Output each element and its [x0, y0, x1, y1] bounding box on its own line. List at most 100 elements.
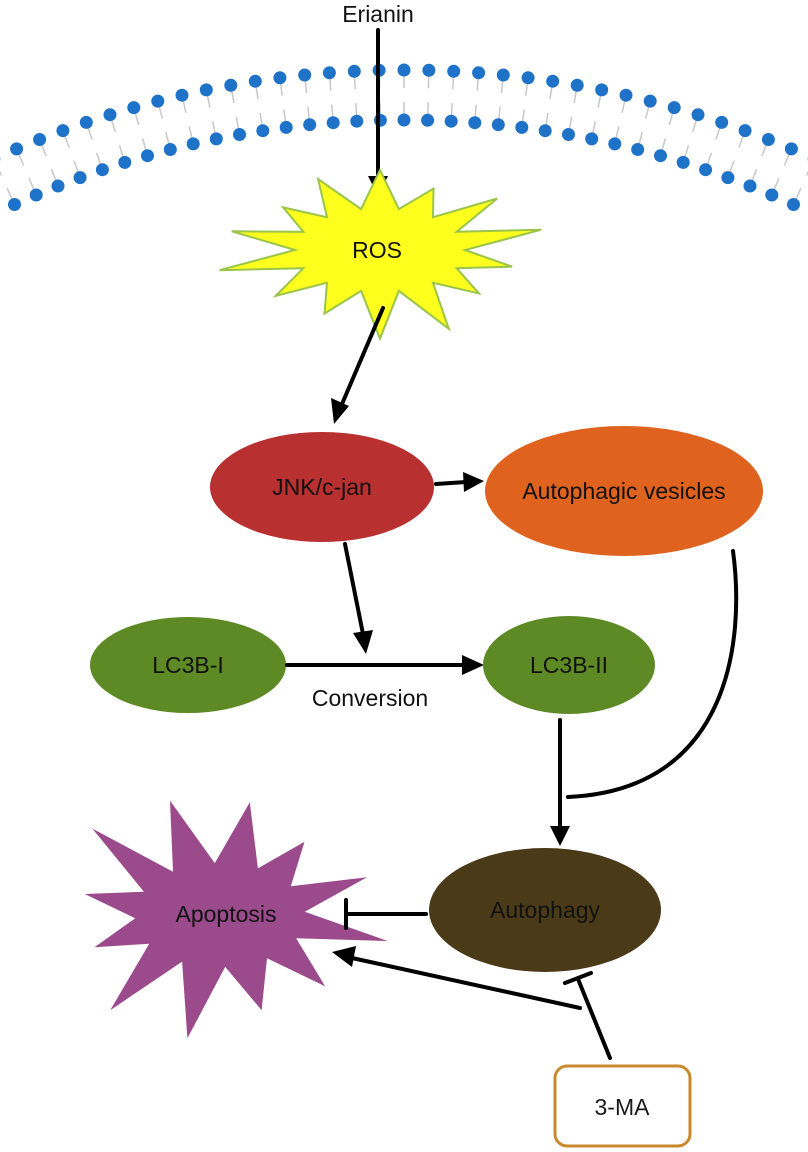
- lipid-head: [546, 74, 560, 88]
- vesicles-label: Autophagic vesicles: [522, 478, 725, 504]
- 3ma-node: 3-MA: [553, 1064, 692, 1148]
- lipid-head: [422, 63, 436, 77]
- lipid-head: [322, 66, 336, 80]
- lipid-head: [619, 88, 633, 102]
- lipid-head: [721, 171, 735, 185]
- lipid-head: [10, 142, 24, 156]
- lipid-head: [654, 149, 667, 163]
- lipid-head: [595, 83, 609, 97]
- lipid-head: [373, 113, 387, 127]
- lipid-head: [73, 171, 87, 185]
- cell-membrane: [0, 63, 808, 211]
- lipid-head: [631, 143, 645, 156]
- lipid-head: [421, 113, 435, 127]
- conversion-label: Conversion: [312, 685, 428, 711]
- lipid-head: [643, 94, 657, 108]
- lc3b2-label: LC3B-II: [530, 652, 608, 678]
- 3ma-to-apoptosis-arrow: [332, 946, 582, 1010]
- jnk-to-vesicles-arrow: [434, 472, 484, 492]
- 3ma-inhibits-autophagy: [563, 971, 612, 1060]
- lipid-head: [676, 155, 690, 169]
- lipid-head: [472, 66, 486, 80]
- lipid-head: [141, 149, 154, 163]
- jnk-to-conversion-arrow: [343, 542, 373, 654]
- lipid-head: [127, 101, 141, 115]
- vesicles-ellipse: [485, 426, 763, 556]
- vesicles-node: Autophagic vesicles: [485, 426, 763, 556]
- lc3b2-to-autophagy-arrow: [550, 718, 570, 846]
- lipid-head: [224, 78, 238, 92]
- lipid-head: [303, 118, 317, 132]
- vesicles-to-autophagy-curve: [566, 549, 739, 799]
- apoptosis-node: Apoptosis: [84, 800, 388, 1039]
- autophagy-node: Autophagy: [429, 848, 661, 972]
- lc3b1-to-lc3b2-arrow: [285, 655, 484, 675]
- lipid-head: [743, 179, 757, 193]
- erianin-to-ros-arrow: [368, 28, 388, 196]
- lc3b2-node: LC3B-II: [483, 616, 655, 714]
- lipid-head: [397, 113, 411, 127]
- lipid-head: [347, 64, 361, 78]
- lipid-head: [787, 198, 800, 211]
- lipid-head: [118, 155, 132, 169]
- lipid-head: [538, 124, 552, 138]
- erianin-label: Erianin: [342, 1, 414, 27]
- lipid-head: [350, 114, 364, 128]
- lipid-head: [326, 116, 340, 130]
- autophagy-ellipse: [429, 848, 661, 972]
- lipid-head: [761, 133, 775, 146]
- membrane-lipid-heads: [0, 63, 808, 211]
- lipid-head: [715, 115, 729, 129]
- lc3b1-node: LC3B-I: [90, 617, 286, 713]
- autophagy-inhibits-apoptosis: [344, 898, 428, 930]
- lipid-head: [56, 124, 70, 138]
- lipid-head: [691, 108, 705, 122]
- lipid-head: [562, 128, 575, 141]
- lipid-head: [444, 114, 458, 128]
- autophagy-label: Autophagy: [490, 897, 600, 923]
- lc3b1-ellipse: [90, 617, 286, 713]
- lipid-head: [570, 78, 584, 92]
- lipid-head: [515, 120, 529, 134]
- lipid-head: [585, 132, 599, 146]
- lc3b2-ellipse: [483, 616, 655, 714]
- lipid-head: [29, 188, 43, 202]
- lipid-head: [447, 64, 461, 78]
- lipid-head: [491, 118, 505, 132]
- lipid-head: [521, 71, 535, 85]
- lipid-head: [8, 198, 21, 211]
- lipid-head: [608, 137, 622, 151]
- lipid-head: [279, 120, 293, 134]
- apoptosis-label: Apoptosis: [175, 901, 276, 927]
- lipid-head: [256, 124, 270, 138]
- ros-to-jnk-arrow: [331, 306, 385, 424]
- lipid-tail: [0, 170, 2, 176]
- lipid-head: [103, 108, 117, 122]
- lipid-head: [79, 115, 93, 129]
- jnk-ellipse: [210, 432, 434, 542]
- lipid-head: [95, 163, 109, 177]
- ros-label: ROS: [352, 237, 402, 263]
- lipid-head: [51, 179, 65, 193]
- lipid-head: [233, 128, 246, 141]
- lipid-head: [397, 63, 411, 77]
- 3ma-label: 3-MA: [595, 1094, 651, 1120]
- lipid-head: [209, 132, 223, 146]
- lipid-head: [186, 137, 200, 151]
- lipid-head: [248, 74, 262, 88]
- 3ma-box: [553, 1064, 692, 1148]
- lipid-head: [468, 116, 482, 130]
- lipid-head: [496, 68, 510, 82]
- lipid-head: [273, 71, 287, 85]
- lipid-head: [667, 101, 681, 115]
- lipid-head: [784, 142, 798, 156]
- lipid-head: [738, 124, 752, 138]
- lc3b1-label: LC3B-I: [152, 652, 224, 678]
- lipid-head: [175, 88, 189, 102]
- lipid-head: [298, 68, 312, 82]
- jnk-label: JNK/c-jan: [272, 474, 372, 500]
- lipid-head: [33, 133, 47, 146]
- lipid-head: [163, 143, 177, 156]
- apoptosis-starburst: [84, 800, 388, 1039]
